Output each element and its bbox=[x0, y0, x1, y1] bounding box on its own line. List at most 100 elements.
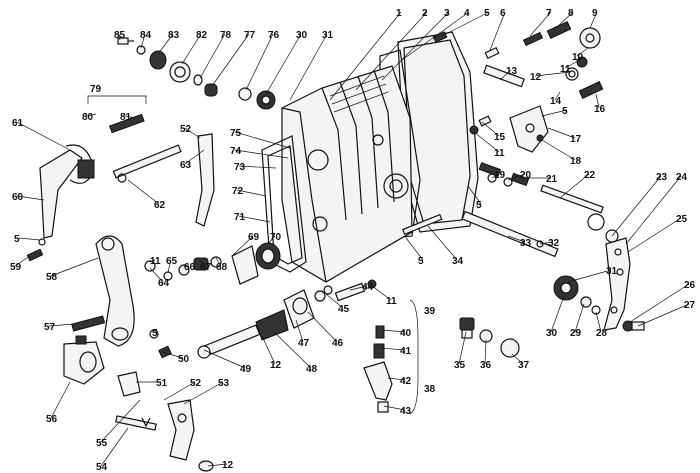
callout-label-22: 22 bbox=[584, 170, 596, 181]
leader-line-37 bbox=[511, 353, 524, 365]
callout-label-70: 70 bbox=[270, 232, 282, 243]
leader-line-33 bbox=[507, 235, 526, 243]
callout-label-21: 21 bbox=[546, 174, 558, 185]
left-linkage bbox=[26, 113, 215, 262]
leader-line-19 bbox=[491, 173, 500, 179]
leader-line-10 bbox=[576, 47, 589, 57]
callout-label-52b: 52 bbox=[190, 378, 202, 389]
leader-line-64 bbox=[149, 267, 164, 283]
leader-line-58 bbox=[50, 257, 99, 277]
callout-label-7: 7 bbox=[546, 8, 552, 19]
callout-label-56: 56 bbox=[46, 414, 58, 425]
callout-label-3: 3 bbox=[444, 8, 450, 19]
leader-line-3 bbox=[381, 11, 450, 81]
bracket-38 bbox=[409, 299, 419, 415]
leader-line-15 bbox=[481, 121, 500, 137]
leader-line-61 bbox=[16, 121, 71, 151]
callout-label-11a: 11 bbox=[560, 64, 571, 75]
callout-label-12c: 12 bbox=[222, 460, 234, 471]
center-bottom-parts bbox=[197, 279, 377, 359]
leader-line-11c bbox=[149, 259, 156, 263]
callout-label-77: 77 bbox=[244, 30, 256, 41]
leader-line-71 bbox=[238, 215, 271, 223]
callout-label-12b: 12 bbox=[270, 360, 282, 371]
callout-label-72: 72 bbox=[232, 186, 244, 197]
leader-line-46 bbox=[307, 311, 338, 343]
leader-line-84 bbox=[140, 33, 146, 49]
leader-line-18 bbox=[541, 139, 576, 161]
callout-label-74: 74 bbox=[230, 146, 242, 157]
bracket-79 bbox=[87, 95, 147, 104]
leader-line-16 bbox=[595, 93, 600, 109]
callout-label-49: 49 bbox=[240, 364, 252, 375]
callout-label-29: 29 bbox=[570, 328, 582, 339]
leader-line-35 bbox=[458, 331, 467, 365]
leader-line-5b bbox=[541, 109, 568, 117]
callout-label-80: 80 bbox=[82, 112, 94, 123]
callout-label-12a: 12 bbox=[530, 72, 542, 83]
leader-line-85 bbox=[118, 33, 121, 41]
leader-line-9 bbox=[589, 11, 598, 29]
leader-line-44 bbox=[349, 285, 368, 291]
callout-label-69: 69 bbox=[248, 232, 260, 243]
leader-line-47 bbox=[295, 319, 304, 343]
leader-line-36 bbox=[484, 339, 487, 365]
leader-line-5e bbox=[405, 237, 424, 261]
callout-label-5c: 5 bbox=[476, 200, 482, 211]
valve-group bbox=[363, 317, 520, 413]
leader-line-54 bbox=[100, 427, 129, 467]
leader-line-50 bbox=[161, 351, 184, 359]
leader-line-59 bbox=[14, 255, 31, 267]
leader-line-45 bbox=[325, 293, 344, 309]
leader-line-14 bbox=[554, 91, 561, 101]
callout-label-76: 76 bbox=[268, 30, 280, 41]
leader-line-8 bbox=[555, 11, 574, 29]
callout-label-54: 54 bbox=[96, 462, 108, 473]
callout-label-37: 37 bbox=[518, 360, 530, 371]
leader-line-41 bbox=[379, 347, 406, 351]
callout-label-36: 36 bbox=[480, 360, 492, 371]
callout-label-16: 16 bbox=[594, 104, 606, 115]
leader-line-63 bbox=[184, 149, 205, 165]
leader-line-7 bbox=[529, 11, 552, 37]
callout-label-43: 43 bbox=[400, 406, 412, 417]
callout-label-11d: 11 bbox=[386, 296, 397, 307]
callout-label-10: 10 bbox=[572, 52, 584, 63]
callout-label-82: 82 bbox=[196, 30, 208, 41]
leader-line-5c bbox=[467, 185, 482, 205]
callout-label-4: 4 bbox=[464, 8, 470, 19]
callout-label-48: 48 bbox=[306, 364, 318, 375]
leader-line-65 bbox=[167, 259, 172, 273]
callout-label-57: 57 bbox=[44, 322, 56, 333]
leader-line-68 bbox=[215, 257, 222, 267]
callout-label-14: 14 bbox=[550, 96, 562, 107]
callout-label-84: 84 bbox=[140, 30, 152, 41]
bottom-left-parts bbox=[63, 335, 214, 472]
leader-line-28 bbox=[595, 311, 602, 333]
leader-line-31b bbox=[567, 269, 612, 283]
callout-label-19: 19 bbox=[494, 170, 506, 181]
leader-line-5a bbox=[441, 11, 490, 37]
callout-label-59: 59 bbox=[10, 262, 22, 273]
callout-label-31b: 31 bbox=[606, 266, 618, 277]
leader-line-52b bbox=[163, 381, 196, 401]
leader-line-60 bbox=[16, 195, 45, 201]
leader-line-25 bbox=[627, 217, 682, 253]
callout-label-15: 15 bbox=[494, 132, 506, 143]
leader-line-73 bbox=[238, 165, 277, 169]
leader-line-81 bbox=[124, 115, 137, 119]
callout-label-65: 65 bbox=[166, 256, 178, 267]
leader-line-77 bbox=[211, 33, 250, 87]
leader-line-20 bbox=[507, 173, 526, 181]
leader-line-76 bbox=[245, 33, 274, 91]
callout-label-5d: 5 bbox=[14, 234, 20, 245]
top-left-parts bbox=[117, 37, 276, 110]
callout-label-5a: 5 bbox=[484, 8, 490, 19]
leader-line-70 bbox=[267, 235, 276, 245]
callout-label-6: 6 bbox=[500, 8, 506, 19]
callout-label-33: 33 bbox=[520, 238, 532, 249]
leader-line-55 bbox=[100, 399, 141, 443]
